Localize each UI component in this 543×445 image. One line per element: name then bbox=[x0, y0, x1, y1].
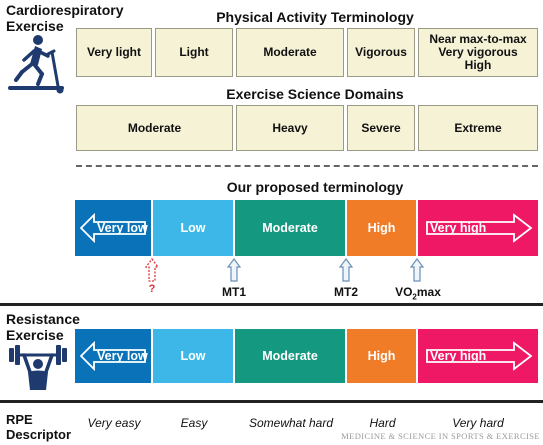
mt2-label: MT2 bbox=[334, 285, 358, 299]
treadmill-runner-icon bbox=[8, 35, 64, 94]
rpe-easy: Easy bbox=[180, 416, 208, 430]
rpe-title-line2: Descriptor bbox=[6, 427, 72, 442]
pa-box-vigorous: Vigorous bbox=[347, 28, 415, 77]
proposed-very-high-arrow: Very high bbox=[418, 200, 538, 256]
pa-box-near-max-line3: High bbox=[464, 58, 492, 72]
dashed-divider bbox=[76, 165, 538, 167]
cardio-title-line1: Cardiorespiratory bbox=[6, 2, 124, 18]
section-divider-top bbox=[0, 303, 543, 306]
unknown-threshold-arrow-icon bbox=[145, 258, 159, 282]
esd-box-extreme: Extreme bbox=[418, 105, 538, 151]
mt1-label: MT1 bbox=[222, 285, 246, 299]
resistance-title-line1: Resistance bbox=[6, 311, 80, 327]
resistance-very-high-label: Very high bbox=[430, 349, 487, 363]
cardio-title-line2: Exercise bbox=[6, 18, 64, 34]
resistance-moderate-box: Moderate bbox=[235, 329, 345, 383]
left-arrow-outline-icon bbox=[80, 341, 146, 371]
pa-box-light: Light bbox=[155, 28, 233, 77]
rpe-title-line1: RPE bbox=[6, 412, 33, 427]
pa-box-near-max-line1: Near max-to-max bbox=[429, 32, 527, 46]
cardio-title: Cardiorespiratory Exercise bbox=[6, 2, 123, 34]
mt2-arrow-icon bbox=[339, 258, 353, 282]
vo2max-label-tail: max bbox=[416, 285, 441, 299]
proposed-moderate-box: Moderate bbox=[235, 200, 345, 256]
journal-watermark: MEDICINE & SCIENCE IN SPORTS & EXERCISE bbox=[341, 431, 540, 441]
mt1-arrow-icon bbox=[227, 258, 241, 282]
esd-box-moderate: Moderate bbox=[76, 105, 233, 151]
esd-box-heavy: Heavy bbox=[236, 105, 344, 151]
resistance-high-box: High bbox=[347, 329, 416, 383]
vo2max-label-sub: 2 bbox=[412, 292, 417, 302]
resistance-very-low-arrow: Very low bbox=[75, 329, 151, 383]
pa-box-near-max: Near max-to-max Very vigorous High bbox=[418, 28, 538, 77]
section-divider-bottom bbox=[0, 400, 543, 403]
resistance-title-line2: Exercise bbox=[6, 327, 64, 343]
rpe-very-hard: Very hard bbox=[452, 416, 504, 430]
resistance-low-box: Low bbox=[153, 329, 233, 383]
proposed-low-box: Low bbox=[153, 200, 233, 256]
right-arrow-outline-icon bbox=[426, 213, 532, 243]
rpe-title: RPE Descriptor bbox=[6, 412, 71, 442]
right-arrow-outline-icon bbox=[426, 341, 532, 371]
esd-box-severe: Severe bbox=[347, 105, 415, 151]
resistance-very-low-label: Very low bbox=[97, 349, 148, 363]
exercise-science-title: Exercise Science Domains bbox=[226, 86, 404, 102]
proposed-very-low-arrow: Very low bbox=[75, 200, 151, 256]
resistance-title: Resistance Exercise bbox=[6, 311, 80, 343]
vo2max-label-main: VO bbox=[395, 285, 413, 299]
weightlifter-icon bbox=[9, 345, 67, 390]
vo2max-label: VO2max bbox=[392, 285, 444, 301]
proposed-title: Our proposed terminology bbox=[226, 179, 404, 195]
rpe-hard: Hard bbox=[369, 416, 396, 430]
proposed-high-box: High bbox=[347, 200, 416, 256]
physical-activity-title: Physical Activity Terminology bbox=[216, 9, 414, 25]
proposed-very-low-label: Very low bbox=[97, 221, 148, 235]
rpe-very-easy: Very easy bbox=[87, 416, 141, 430]
resistance-very-high-arrow: Very high bbox=[418, 329, 538, 383]
pa-box-very-light: Very light bbox=[76, 28, 152, 77]
pa-box-near-max-line2: Very vigorous bbox=[438, 45, 518, 59]
pa-box-moderate: Moderate bbox=[236, 28, 344, 77]
rpe-somewhat-hard: Somewhat hard bbox=[248, 416, 334, 430]
vo2max-arrow-icon bbox=[410, 258, 424, 282]
left-arrow-outline-icon bbox=[80, 213, 146, 243]
proposed-very-high-label: Very high bbox=[430, 221, 487, 235]
unknown-threshold-label: ? bbox=[148, 283, 156, 295]
